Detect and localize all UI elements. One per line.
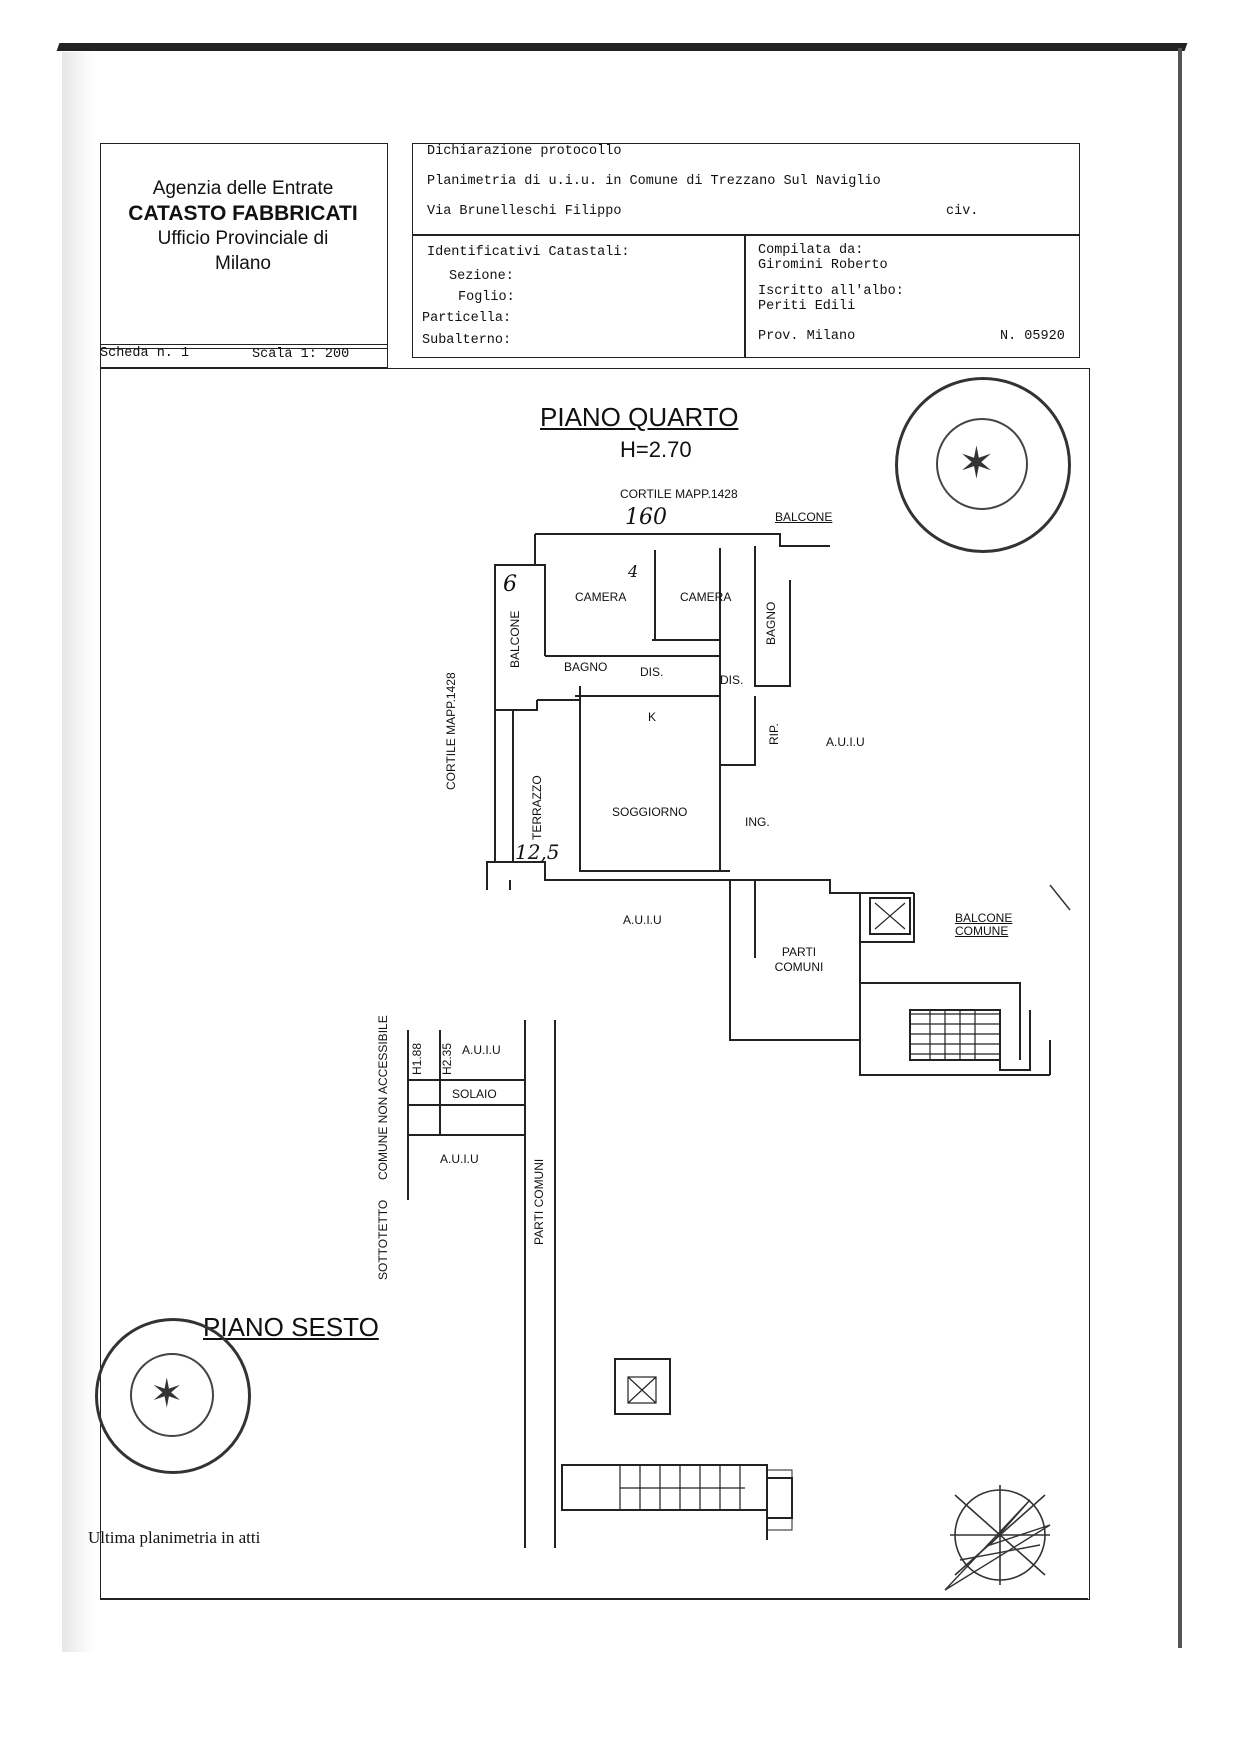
ultima-planimetria-label: Ultima planimetria in atti — [88, 1528, 261, 1547]
office-label: Ufficio Provinciale di — [157, 228, 329, 249]
subalterno-label: Subalterno: — [422, 333, 512, 348]
balcone-left-label: BALCONE — [508, 610, 522, 668]
declaration-box — [412, 143, 1080, 236]
auiu-sesto-1-label: A.U.I.U — [462, 1043, 501, 1057]
piano-quarto-title: PIANO QUARTO — [540, 402, 739, 432]
auiu-right-label: A.U.I.U — [826, 735, 865, 749]
sezione-label: Sezione: — [449, 269, 514, 284]
scan-right-edge — [1178, 48, 1182, 1648]
footer-rule — [100, 1598, 1088, 1600]
handwritten-6: 6 — [503, 572, 517, 597]
planimetria-line: Planimetria di u.i.u. in Comune di Trezz… — [427, 174, 881, 189]
camera-1-label: CAMERA — [575, 590, 627, 604]
piano-sesto-title: PIANO SESTO — [203, 1312, 379, 1342]
scheda-box — [100, 344, 388, 368]
balcone-comune-label: BALCONE COMUNE — [955, 911, 1013, 938]
handwritten-4: 4 — [628, 562, 639, 581]
handwritten-125: 12,5 — [515, 840, 560, 864]
particella-label: Particella: — [422, 311, 512, 326]
civ-label: civ. — [946, 204, 979, 219]
parti-comuni-label: PARTI COMUNI — [774, 945, 824, 974]
parti-comuni-sesto-label: PARTI COMUNI — [532, 1158, 546, 1245]
provincia: Prov. Milano — [758, 329, 856, 344]
agency-name: Agenzia delle Entrate — [152, 178, 334, 199]
dis-1-label: DIS. — [640, 665, 664, 679]
scale-label: Scala 1: 200 — [252, 347, 350, 362]
agency-box — [100, 143, 388, 349]
piano-quarto-height: H=2.70 — [620, 437, 692, 462]
iscritto-value: Periti Edili — [758, 299, 856, 314]
notary-stamp-bottom: ✶ — [95, 1318, 251, 1474]
cortile-side-label: CORTILE MAPP.1428 — [444, 672, 458, 790]
balcone-top-label: BALCONE — [775, 510, 833, 524]
dis-2-label: DIS. — [720, 673, 744, 687]
office-city: Milano — [215, 253, 271, 274]
solaio-label: SOLAIO — [452, 1087, 497, 1101]
h188-label: H1.88 — [410, 1042, 424, 1075]
catasto-title: CATASTO FABBRICATI — [128, 202, 358, 225]
compilata-name: Giromini Roberto — [758, 258, 888, 273]
scan-left-shadow — [62, 52, 96, 1652]
terrazzo-label: TERRAZZO — [530, 775, 544, 840]
comune-non-accessibile-label: COMUNE NON ACCESSIBILE — [376, 1015, 390, 1180]
h235-label: H2.35 — [440, 1042, 454, 1075]
compilata-label: Compilata da: — [758, 243, 864, 258]
address-line: Via Brunelleschi Filippo — [427, 204, 622, 219]
bagno-label: BAGNO — [564, 660, 608, 674]
scheda-number: Scheda n. 1 — [100, 346, 190, 361]
kitchen-label: K — [648, 710, 657, 724]
iscritto-label: Iscritto all'albo: — [758, 284, 904, 299]
foglio-label: Foglio: — [458, 290, 515, 305]
auiu-bottom-label: A.U.I.U — [623, 913, 662, 927]
notary-stamp-top: ✶ — [895, 377, 1071, 553]
camera-2-label: CAMERA — [680, 590, 732, 604]
handwritten-160: 160 — [625, 505, 667, 530]
ing-label: ING. — [745, 815, 770, 829]
agency-block: Agenzia delle Entrate CATASTO FABBRICATI… — [100, 176, 386, 276]
bagno-vertical-label: BAGNO — [764, 601, 778, 645]
albo-number: N. 05920 — [1000, 329, 1065, 344]
compiler-box — [744, 234, 1080, 358]
identificativi-box — [412, 234, 746, 358]
identificativi-label: Identificativi Catastali: — [427, 245, 630, 260]
auiu-sesto-2-label: A.U.I.U — [440, 1152, 479, 1166]
protocol-label: Dichiarazione protocollo — [427, 144, 622, 159]
rip-label: RIP. — [767, 723, 781, 745]
cortile-top-label: CORTILE MAPP.1428 — [620, 487, 738, 501]
soggiorno-label: SOGGIORNO — [612, 805, 688, 819]
sottotetto-label: SOTTOTETTO — [376, 1199, 390, 1280]
